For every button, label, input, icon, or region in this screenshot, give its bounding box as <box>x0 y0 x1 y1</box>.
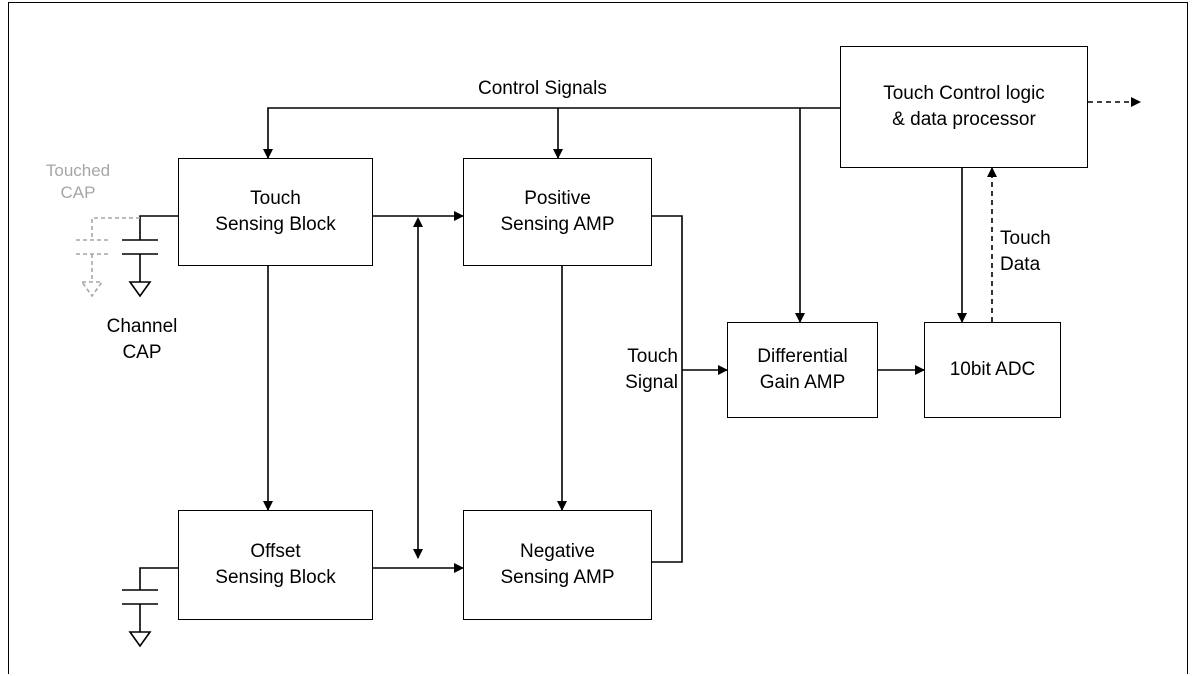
channel-cap-label: Channel CAP <box>92 314 192 366</box>
offset-sensing-block: Offset Sensing Block <box>178 510 373 620</box>
negative-amp-line1: Negative <box>520 541 595 562</box>
positive-amp-line2: Sensing AMP <box>500 214 615 235</box>
touch-signal-line1: Touch <box>627 346 678 367</box>
touch-data-label: Touch Data <box>1000 226 1051 278</box>
touch-signal-line <box>652 215 683 563</box>
control-logic-line2: & data processor <box>892 109 1036 130</box>
offset-cap-symbol <box>122 567 178 648</box>
differential-amp-line1: Differential <box>757 346 848 367</box>
touch-data-line1: Touch <box>1000 228 1051 249</box>
control-signals-label: Control Signals <box>478 78 607 99</box>
positive-amp-line1: Positive <box>524 188 591 209</box>
touch-data-line2: Data <box>1000 254 1041 275</box>
control-bus-line <box>263 107 840 159</box>
touched-cap-line1: Touched <box>45 161 111 180</box>
control-logic-line1: Touch Control logic <box>883 83 1045 104</box>
touch-signal-label: Touch Signal <box>590 344 678 396</box>
negative-sensing-amp: Negative Sensing AMP <box>463 510 652 620</box>
touched-cap-line2: CAP <box>60 183 96 202</box>
channel-cap-symbol <box>122 215 178 298</box>
offset-sensing-line1: Offset <box>250 541 301 562</box>
negative-amp-line2: Sensing AMP <box>500 567 615 588</box>
offset-sensing-line2: Sensing Block <box>215 567 336 588</box>
touched-cap-symbol <box>76 217 140 298</box>
diagram-frame <box>8 2 1188 674</box>
touched-cap-label: Touched CAP <box>34 160 122 204</box>
touch-sensing-line1: Touch <box>250 188 301 209</box>
differential-amp-line2: Gain AMP <box>759 372 846 393</box>
differential-gain-amp: Differential Gain AMP <box>727 322 878 418</box>
touch-sensing-line2: Sensing Block <box>215 214 336 235</box>
channel-cap-line2: CAP <box>122 342 162 363</box>
channel-cap-line1: Channel <box>106 316 178 337</box>
touch-control-logic-block: Touch Control logic & data processor <box>840 46 1088 168</box>
touch-sensing-block: Touch Sensing Block <box>178 158 373 266</box>
positive-sensing-amp: Positive Sensing AMP <box>463 158 652 266</box>
adc-label: 10bit ADC <box>949 359 1036 380</box>
adc-block: 10bit ADC <box>924 322 1061 418</box>
touch-signal-line2: Signal <box>625 372 678 393</box>
